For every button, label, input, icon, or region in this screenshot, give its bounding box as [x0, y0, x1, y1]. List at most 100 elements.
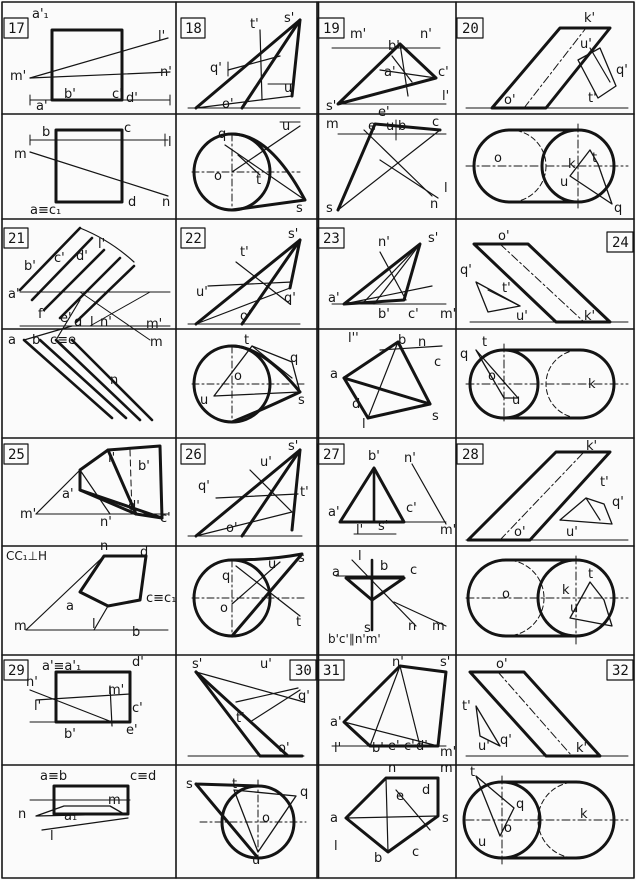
point-label-p31-top-1: s'	[440, 655, 450, 670]
point-label-p31-bot-7: b	[374, 851, 382, 866]
problem-32-drawing	[462, 670, 629, 867]
point-label-p17-top-1: l'	[158, 29, 165, 44]
point-label-p19-bot-1: m	[326, 117, 339, 132]
point-label-p24-top-2: t'	[502, 281, 511, 296]
problem-numbers: 17 18 19 20 21 22 23 24 25 26 27 28 29 3…	[8, 21, 629, 679]
point-label-p23-top-0: n'	[378, 235, 390, 250]
point-label-p32-bot-4: u	[478, 835, 486, 850]
point-label-p29-top-0: a'≡a'₁	[42, 659, 81, 674]
point-label-p31-bot-6: l	[334, 839, 338, 854]
number-19: 19	[323, 21, 340, 37]
point-label-p17-top-2: m'	[10, 69, 26, 84]
point-label-p31-bot-1: m	[440, 761, 453, 776]
point-label-p20-bot-2: t	[592, 151, 597, 166]
point-label-p27-bot-6: m	[432, 619, 445, 634]
point-label-p28-top-2: q'	[612, 495, 624, 510]
point-label-p32-bot-0: t	[470, 765, 475, 780]
point-label-p22-top-2: u'	[196, 285, 208, 300]
point-label-p25-bot-5: l	[92, 617, 96, 632]
point-label-p25-bot-6: b	[132, 625, 140, 640]
point-label-p31-top-0: n'	[392, 655, 404, 670]
point-label-p30-top-1: u'	[260, 657, 272, 672]
point-label-p27-top-3: l'	[356, 523, 363, 538]
point-label-p31-top-4: b'	[372, 741, 384, 756]
point-label-p21-top-8: m'	[146, 317, 162, 332]
point-label-p19-bot-4: b	[398, 119, 406, 134]
point-label-p17-bot-2: l	[168, 135, 172, 150]
point-label-p29-top-5: c'	[132, 701, 143, 716]
point-label-p26-top-1: u'	[260, 455, 272, 470]
point-label-p17-bot-3: m	[14, 147, 27, 162]
point-label-p30-bot-1: t	[232, 777, 237, 792]
point-label-p21-top-6: e'	[60, 311, 72, 326]
point-label-p18-bot-3: o	[214, 169, 222, 184]
point-label-p26-bot-0: s	[298, 551, 305, 566]
point-label-p25-bot-3: c≡c₁	[146, 591, 176, 606]
note-27: b'c'∥n'm'	[328, 632, 381, 646]
point-label-p19-top-1: n'	[420, 27, 432, 42]
point-label-p29-bot-2: n	[18, 807, 26, 822]
point-label-p25-bot-2: a	[66, 599, 74, 614]
point-label-p23-bot-3: n	[418, 335, 426, 350]
point-label-p17-top-5: b'	[64, 87, 76, 102]
point-label-p18-bot-0: q	[218, 127, 226, 142]
point-label-p30-bot-3: o	[262, 811, 270, 826]
problem-24-drawing	[465, 242, 629, 425]
number-boxes	[3, 17, 634, 681]
point-label-p17-bot-1: c	[124, 121, 131, 136]
problem-18-drawing	[187, 18, 307, 212]
point-label-p29-top-7: e'	[126, 723, 138, 738]
point-label-p30-top-2: q'	[298, 689, 310, 704]
point-label-p27-bot-2: a	[332, 565, 340, 580]
point-label-p17-top-6: c'	[112, 87, 123, 102]
point-label-p23-top-1: s'	[428, 231, 438, 246]
number-23: 23	[323, 231, 340, 247]
point-label-p22-top-0: t'	[240, 245, 249, 260]
point-label-p25-top-1: b'	[138, 459, 150, 474]
point-label-p22-bot-4: s	[298, 393, 305, 408]
point-label-p27-top-0: b'	[368, 449, 380, 464]
point-label-p23-top-2: a'	[328, 291, 340, 306]
point-label-p29-top-3: l'	[34, 699, 41, 714]
point-label-p32-top-1: t'	[462, 699, 471, 714]
point-label-p27-bot-1: b	[380, 559, 388, 574]
point-label-p31-top-8: m'	[440, 745, 456, 760]
point-label-p22-bot-0: t	[244, 333, 249, 348]
point-label-p20-top-3: t'	[588, 91, 597, 106]
point-label-p20-bot-4: q	[614, 201, 622, 216]
point-label-p30-top-3: t'	[236, 711, 245, 726]
point-label-p29-top-1: d'	[132, 655, 144, 670]
point-label-p30-bot-4: u	[252, 853, 260, 868]
point-label-p17-top-4: a'	[36, 99, 48, 114]
point-label-p26-bot-1: u	[268, 557, 276, 572]
point-label-p29-bot-0: a≡b	[40, 769, 67, 784]
point-label-p25-top-6: c'	[160, 511, 171, 526]
point-label-p24-bot-1: t	[482, 335, 487, 350]
point-label-p19-top-4: c'	[438, 65, 449, 80]
point-label-p19-bot-8: n	[430, 197, 438, 212]
point-label-p18-top-4: o'	[222, 97, 234, 112]
problem-26-drawing	[187, 448, 307, 638]
point-label-p27-bot-5: n	[408, 619, 416, 634]
problem-23-drawing	[331, 242, 447, 420]
point-label-p23-bot-7: s	[432, 409, 439, 424]
point-label-p31-bot-0: n	[388, 761, 396, 776]
point-label-p21-top-5: f'	[38, 307, 46, 322]
point-label-p21-bot-2: c≡e	[50, 333, 76, 348]
point-label-p29-top-6: b'	[64, 727, 76, 742]
point-label-p17-bot-0: b	[42, 125, 50, 140]
point-label-p20-top-1: u'	[580, 37, 592, 52]
point-label-p19-bot-7: s	[326, 201, 333, 216]
point-label-p29-bot-4: a₁	[64, 809, 77, 824]
point-label-p30-top-0: s'	[192, 657, 202, 672]
point-label-p24-top-1: q'	[460, 263, 472, 278]
point-label-p26-bot-3: o	[220, 601, 228, 616]
point-label-p18-top-3: u'	[284, 81, 296, 96]
point-label-p23-top-4: c'	[408, 307, 419, 322]
number-25: 25	[8, 447, 25, 463]
point-label-p23-bot-0: l''	[348, 331, 359, 346]
point-label-p18-bot-4: s	[296, 201, 303, 216]
point-label-p31-bot-2: e	[396, 789, 404, 804]
problem-28-drawing	[465, 450, 629, 645]
